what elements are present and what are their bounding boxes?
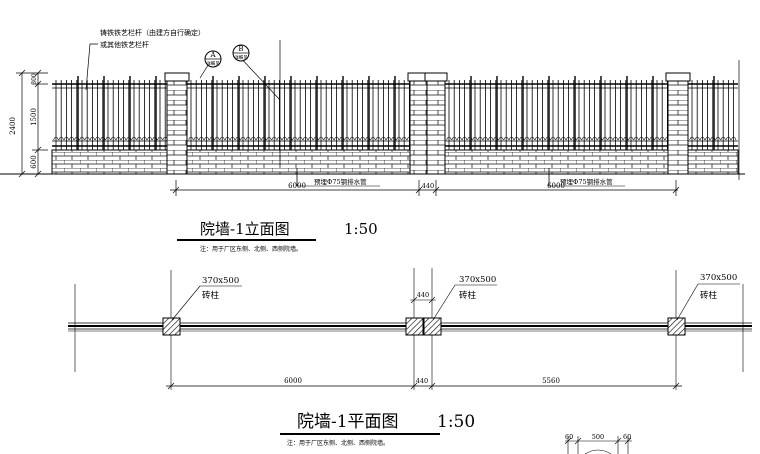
plan-title: 院墙-1平面图 <box>297 412 399 432</box>
detail-tag-a: A 详细见 <box>204 50 222 68</box>
elevation-title: 院墙-1立面图 <box>200 220 290 238</box>
svg-text:370x500: 370x500 <box>459 275 496 285</box>
svg-text:500: 500 <box>592 433 604 441</box>
svg-text:370x500: 370x500 <box>700 273 737 283</box>
brick-base <box>51 149 168 175</box>
drain-pipe: 预埋Φ75钢排水管 <box>548 168 625 187</box>
pillar-callout-3: 370x500 砖柱 <box>676 273 740 321</box>
pillar-callout-1: 370x500 砖柱 <box>171 276 242 321</box>
svg-text:详细见: 详细见 <box>206 60 220 67</box>
dim-rail-height: 1500 <box>30 108 38 126</box>
pillar-plan <box>667 317 686 336</box>
railing-leader <box>85 43 98 91</box>
pillar-plan <box>423 317 442 336</box>
dim-total-height: 2400 <box>9 117 17 135</box>
elevation-horizontal-dimension <box>170 180 680 196</box>
dim-plan-span-2: 5560 <box>542 377 560 385</box>
svg-text:砖柱: 砖柱 <box>459 290 477 301</box>
dim-plan-span-1: 6000 <box>284 377 302 385</box>
plan-view: 370x500 砖柱 370x500 砖柱 370x500 砖柱 440 <box>68 268 752 447</box>
svg-text:A: A <box>209 51 216 59</box>
svg-text:60: 60 <box>623 433 631 441</box>
pillar-plan <box>405 317 424 336</box>
brick-base <box>686 149 739 175</box>
detail-tag-b: B 详细见 <box>232 44 250 62</box>
svg-text:砖柱: 砖柱 <box>700 290 718 301</box>
vertical-dimensions <box>16 69 48 178</box>
brick-base <box>185 149 411 175</box>
svg-text:60: 60 <box>565 433 573 441</box>
iron-railing <box>52 76 738 150</box>
dim-cap-height: 300 <box>31 73 38 85</box>
svg-text:370x500: 370x500 <box>202 276 239 286</box>
pillar-callout-2: 370x500 砖柱 <box>432 275 497 321</box>
svg-text:预埋Φ75钢排水管: 预埋Φ75钢排水管 <box>560 177 613 186</box>
plan-horizontal-dimension <box>166 382 682 390</box>
brick-pillar <box>164 72 190 175</box>
dim-pillar-gap: 440 <box>422 182 434 190</box>
plan-note: 注：用于厂区东侧、北侧、西侧院墙。 <box>287 439 389 447</box>
dim-span-1: 6000 <box>288 182 306 190</box>
railing-note-1: 铸铁铁艺栏杆（由建方自行确定） <box>100 28 205 37</box>
dim-plan-gap-top: 440 <box>417 291 429 299</box>
svg-text:预埋Φ75钢排水管: 预埋Φ75钢排水管 <box>314 177 367 186</box>
dim-base-height: 600 <box>30 155 38 168</box>
elevation-view: 铸铁铁艺栏杆（由建方自行确定） 或其他铁艺栏杆 A 详细见 B 详细见 <box>0 28 745 253</box>
dim-span-2: 6000 <box>547 182 565 190</box>
pillar-plan <box>162 317 181 336</box>
brick-pillar <box>665 72 691 175</box>
railing-note-2: 或其他铁艺栏杆 <box>100 40 149 49</box>
drain-pipe: 预埋Φ75钢排水管 <box>296 168 380 187</box>
elevation-scale: 1:50 <box>344 220 378 238</box>
svg-text:详细见: 详细见 <box>234 54 248 61</box>
plan-scale: 1:50 <box>437 412 475 432</box>
brick-base <box>443 149 670 175</box>
elevation-note: 注：用于厂区东侧、北侧、西侧院墙。 <box>200 245 302 253</box>
brick-pillar <box>424 72 448 175</box>
svg-text:B: B <box>238 45 243 53</box>
detail-fragment: 60 500 60 <box>564 433 632 454</box>
svg-text:砖柱: 砖柱 <box>202 290 220 301</box>
dim-plan-pillar-gap: 440 <box>416 377 428 385</box>
